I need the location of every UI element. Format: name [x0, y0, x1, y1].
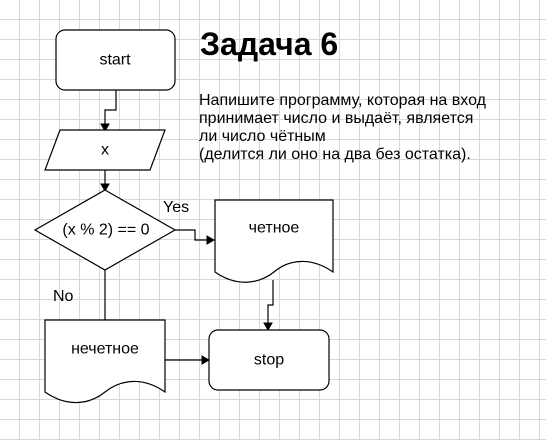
no-branch-label: No — [53, 288, 74, 305]
stop-node-label: stop — [254, 352, 284, 369]
edge-yes-output-to-stop — [267, 280, 274, 325]
odd-output-node-label: нечетное — [71, 341, 139, 358]
condition-node-shape — [33, 189, 177, 271]
input-node[interactable]: x — [44, 129, 166, 171]
stop-node-shape — [208, 329, 330, 391]
description-line: принимает число и выдаёт, является — [199, 110, 474, 127]
description-line: Напишите программу, которая на вход — [199, 92, 486, 109]
condition-node[interactable]: (x % 2) == 0 — [33, 189, 177, 271]
arrowhead-condition-yes — [206, 235, 216, 245]
condition-node-label: (x % 2) == 0 — [62, 222, 149, 239]
arrowhead-input-to-condition — [100, 183, 110, 193]
arrowhead-no-output-to-stop — [201, 355, 211, 365]
yes-branch-label: Yes — [163, 199, 189, 216]
arrowhead-yes-output-to-stop — [263, 322, 273, 332]
odd-output-node[interactable]: нечетное — [44, 319, 166, 404]
task-description: Напишите программу, которая на вход прин… — [199, 92, 539, 164]
start-node[interactable]: start — [55, 29, 176, 91]
start-node-label: start — [99, 52, 131, 69]
even-output-node-label: четное — [249, 220, 300, 237]
description-line: ли число чётным — [199, 128, 326, 145]
description-line: (делится ли оно на два без остатка). — [199, 146, 471, 163]
task-title: Задача 6 — [200, 26, 339, 62]
even-output-node-shape — [214, 199, 334, 283]
arrowhead-start-to-input — [100, 123, 110, 133]
stop-node[interactable]: stop — [208, 329, 330, 391]
edge-condition-yes — [175, 229, 209, 241]
input-node-label: x — [101, 142, 109, 159]
even-output-node[interactable]: четное — [214, 199, 334, 283]
edge-start-to-input — [104, 90, 117, 126]
input-node-shape — [44, 129, 166, 171]
start-node-shape — [55, 29, 176, 91]
odd-output-node-shape — [44, 319, 166, 404]
